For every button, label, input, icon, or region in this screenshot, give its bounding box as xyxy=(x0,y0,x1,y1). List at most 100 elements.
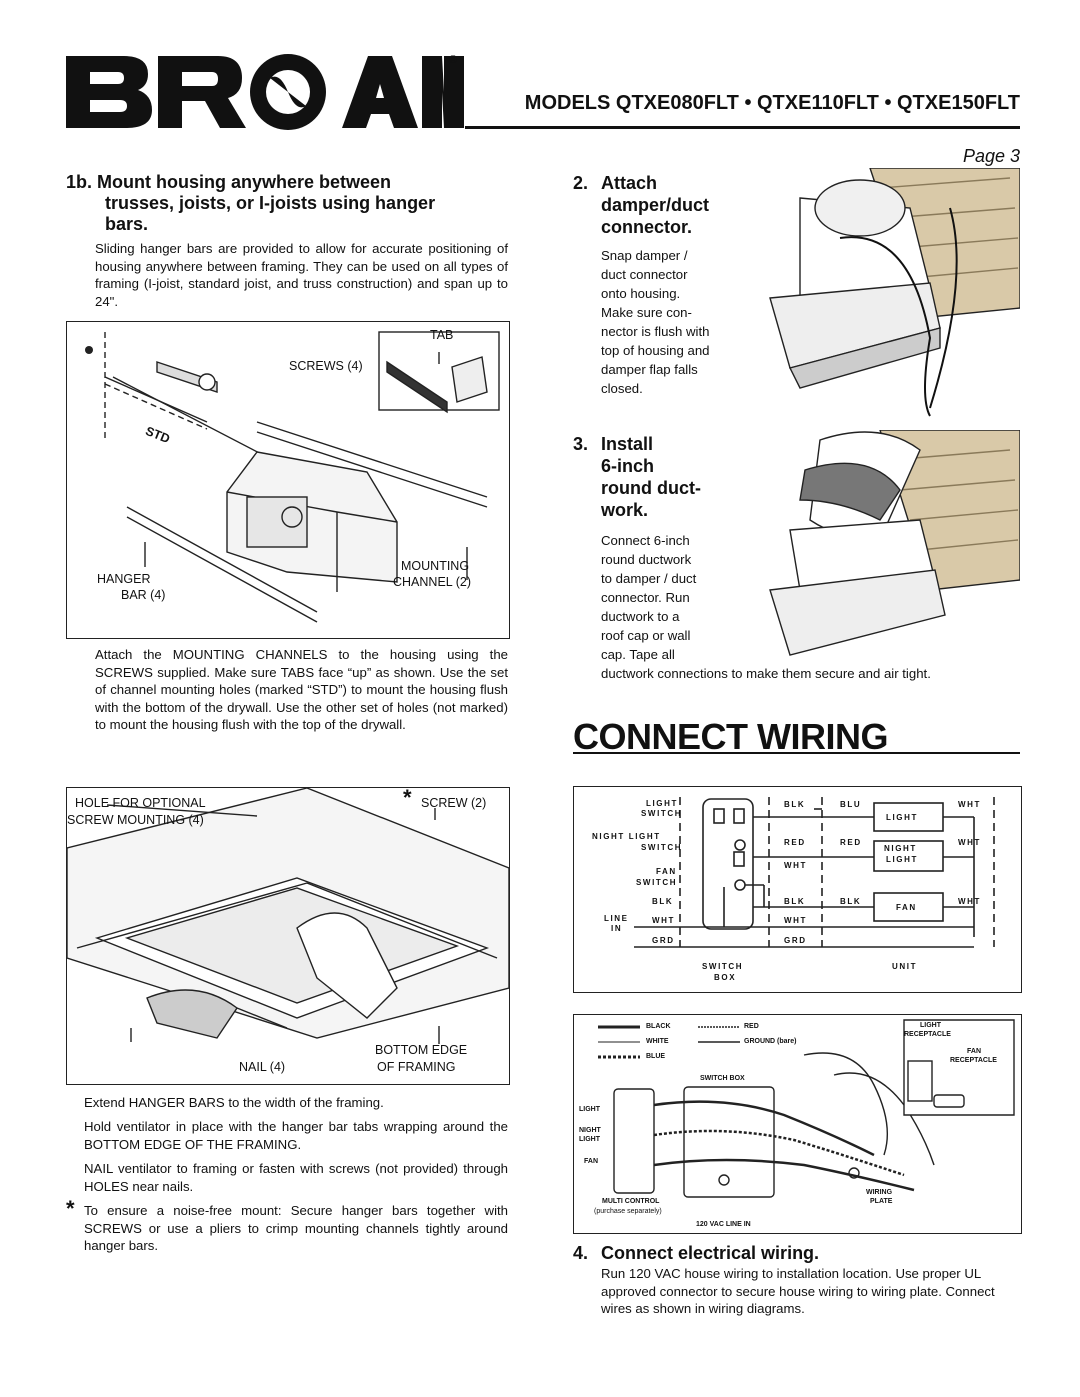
step-3-body: Connect 6-inch round ductwork to damper … xyxy=(601,531,751,664)
sch-switch-box-2: BOX xyxy=(714,973,737,982)
sch-blk-mid: BLK xyxy=(784,897,806,906)
step-3-body-line: roof cap or wall xyxy=(601,628,691,643)
step-3-heading-line: 6-inch xyxy=(601,456,655,476)
sch-grd-mid: GRD xyxy=(784,936,807,945)
label-screws: SCREWS (4) xyxy=(289,359,363,373)
sch-line-in-1: LINE xyxy=(604,914,629,923)
step-3-body-line: round ductwork xyxy=(601,552,692,567)
step-3-heading-line: round duct- xyxy=(601,478,701,498)
step-2-body-line: Snap damper / xyxy=(601,248,688,263)
label-screw: SCREW (2) xyxy=(421,796,487,810)
sch-wht-left: WHT xyxy=(652,916,676,925)
sch-fan-switch-2: SWITCH xyxy=(636,878,678,887)
figure-hanger-bars: HOLE FOR OPTIONAL SCREW MOUNTING (4) * S… xyxy=(66,787,510,1085)
step-2-body-line: Make sure con- xyxy=(601,305,692,320)
sch-wht-r1: WHT xyxy=(958,800,982,809)
pic-multi-control-2: (purchase separately) xyxy=(594,1208,662,1215)
hanger-bars-drawing xyxy=(67,788,509,1044)
step-2-heading: Attach damper/duct connector. xyxy=(601,172,709,238)
sch-line-in-2: IN xyxy=(611,924,623,933)
wiring-schematic: LIGHT SWITCH NIGHT LIGHT SWITCH FAN SWIT… xyxy=(573,786,1022,993)
step-2-heading-line: damper/duct xyxy=(601,195,710,215)
pic-night-light-1: NIGHT xyxy=(579,1127,601,1134)
pic-light-receptacle-2: RECEPTACLE xyxy=(904,1031,951,1038)
header-rule xyxy=(465,126,1020,129)
step-3-body-line: cap. Tape all xyxy=(601,647,675,662)
pic-120vac: 120 VAC LINE IN xyxy=(696,1221,751,1228)
pic-fan-receptacle-1: FAN xyxy=(967,1048,981,1055)
sch-night-light-switch-2: SWITCH xyxy=(641,843,683,852)
step-4-heading: Connect electrical wiring. xyxy=(601,1243,820,1263)
pic-wiring-plate-1: WIRING xyxy=(866,1189,893,1196)
label-tab: TAB xyxy=(430,328,454,342)
sch-light-box: LIGHT xyxy=(886,813,918,822)
step-2-body-line: top of housing and xyxy=(601,343,710,358)
step-3-heading-line: Install xyxy=(601,434,654,454)
sch-red: RED xyxy=(784,838,806,847)
hold-text: Hold ventilator in place with the hanger… xyxy=(84,1119,508,1152)
wiring-pictorial: BLACK WHITE BLUE RED GROUND (bare) SWITC… xyxy=(573,1014,1022,1234)
sch-night-box-2: LIGHT xyxy=(886,855,918,864)
sch-fan-box: FAN xyxy=(896,903,917,912)
legend-red: RED xyxy=(744,1023,759,1030)
label-hanger-2: BAR (4) xyxy=(121,588,166,602)
pic-multi-control-1: MULTI CONTROL xyxy=(602,1198,660,1205)
step-2-body-line: nector is flush with xyxy=(601,324,710,339)
pic-switch-box: SWITCH BOX xyxy=(700,1075,745,1082)
figure-mounting-channels: TAB SCREWS (4) STD MOUNTING CHANNEL (2) … xyxy=(66,321,510,639)
legend-ground: GROUND (bare) xyxy=(744,1038,797,1045)
title-rule xyxy=(573,752,1020,754)
sch-fan-switch-1: FAN xyxy=(656,867,677,876)
models-line: MODELS QTXE080FLT • QTXE110FLT • QTXE150… xyxy=(524,92,1020,114)
step-1b-heading: 1b. Mount housing anywhere between truss… xyxy=(66,172,516,235)
step-1b-heading-line3: bars. xyxy=(105,214,149,234)
step-3-body-line: connector. Run xyxy=(601,590,690,605)
extend-text: Extend HANGER BARS to the width of the f… xyxy=(84,1095,384,1110)
sch-night-light-switch-1: NIGHT LIGHT xyxy=(592,832,661,841)
step-2-number: 2. xyxy=(573,173,589,193)
broan-logo xyxy=(66,54,464,130)
label-nail: NAIL (4) xyxy=(239,1060,286,1074)
label-bottom-edge-1: BOTTOM EDGE xyxy=(375,1043,468,1057)
mounting-channels-drawing xyxy=(85,331,500,623)
page-number: Page 3 xyxy=(962,146,1020,166)
label-mounting-2: CHANNEL (2) xyxy=(393,575,472,589)
sch-switch-box-1: SWITCH xyxy=(702,962,744,971)
label-hanger-1: HANGER xyxy=(97,572,151,586)
label-bottom-edge-2: OF FRAMING xyxy=(377,1060,456,1074)
sch-blk-top: BLK xyxy=(784,800,806,809)
label-hole-2: SCREW MOUNTING (4) xyxy=(67,813,204,827)
sch-wht-r2: WHT xyxy=(958,838,982,847)
step-3-heading-line: work. xyxy=(601,500,649,520)
pic-night-light-2: LIGHT xyxy=(579,1136,600,1143)
wiring-schematic-lines xyxy=(634,797,995,948)
sch-grd-left: GRD xyxy=(652,936,675,945)
sch-wht-low: WHT xyxy=(784,916,808,925)
step-1b-intro: Sliding hanger bars are provided to allo… xyxy=(95,241,508,309)
sch-wht-mid: WHT xyxy=(784,861,808,870)
sch-wht-r3: WHT xyxy=(958,897,982,906)
pic-wiring-plate-2: PLATE xyxy=(870,1198,893,1205)
step-3-body-tail: ductwork connections to make them secure… xyxy=(601,666,931,681)
step-3-body-line: ductwork to a xyxy=(601,609,680,624)
pic-fan: FAN xyxy=(584,1158,598,1165)
step-2-body-line: damper flap falls xyxy=(601,362,698,377)
ductwork-illustration xyxy=(769,430,1020,656)
noise-free-note: To ensure a noise-free mount: Secure han… xyxy=(84,1203,508,1254)
note-asterisk: * xyxy=(66,1196,75,1221)
pic-light-receptacle-1: LIGHT xyxy=(920,1022,941,1029)
pic-fan-receptacle-2: RECEPTACLE xyxy=(950,1057,997,1064)
step-1b-heading-line2: trusses, joists, or I-joists using hange… xyxy=(105,193,436,213)
pic-light: LIGHT xyxy=(579,1106,600,1113)
sch-light-switch-2: SWITCH xyxy=(641,809,683,818)
registered-mark: ® xyxy=(449,54,458,66)
label-mounting-1: MOUNTING xyxy=(401,559,470,573)
label-hole-1: HOLE FOR OPTIONAL xyxy=(75,796,206,810)
sch-light-switch-1: LIGHT xyxy=(646,799,678,808)
step-3-number: 3. xyxy=(573,434,589,454)
step-1b-heading-line1: 1b. Mount housing anywhere between xyxy=(66,172,392,192)
nail-text: NAIL ventilator to framing or fasten wit… xyxy=(84,1161,508,1194)
sch-blk-right: BLK xyxy=(840,897,862,906)
step-2-heading-line: Attach xyxy=(601,173,658,193)
sch-red-right: RED xyxy=(840,838,862,847)
